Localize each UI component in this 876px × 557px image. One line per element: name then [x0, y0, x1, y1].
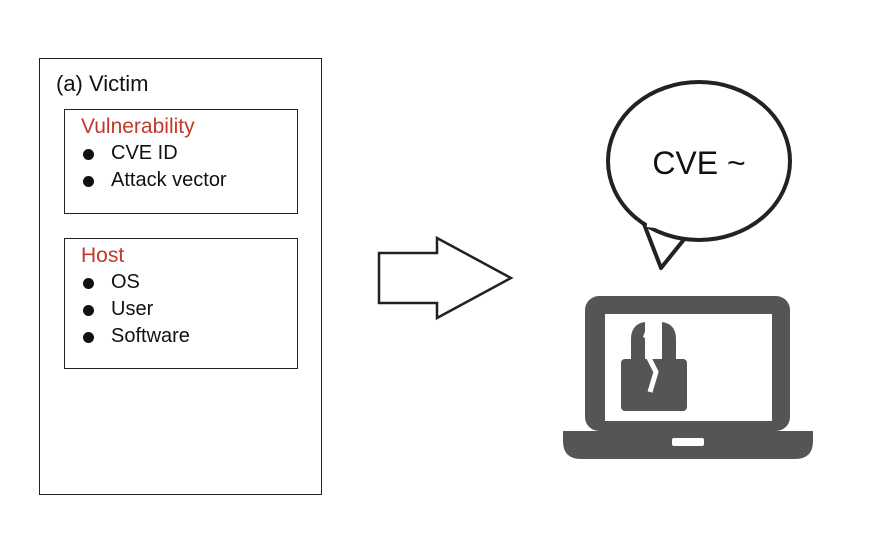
host-heading: Host: [81, 244, 125, 267]
list-item: OS: [81, 269, 297, 296]
speech-text: CVE ~: [652, 145, 745, 181]
host-list: OS User Software: [81, 269, 297, 350]
right-arrow-icon: [377, 235, 514, 321]
speech-bubble-icon: [606, 80, 792, 270]
laptop-icon: [563, 296, 813, 459]
list-item: User: [81, 296, 297, 323]
victim-panel: (a) Victim Vulnerability CVE ID Attack v…: [39, 58, 322, 495]
vulnerability-heading: Vulnerability: [81, 115, 195, 138]
list-item: Software: [81, 323, 297, 350]
broken-lock-icon: [621, 319, 687, 411]
victim-title: (a) Victim: [56, 71, 149, 96]
vulnerability-box: Vulnerability CVE ID Attack vector: [64, 109, 298, 214]
vulnerability-list: CVE ID Attack vector: [81, 140, 297, 194]
list-item: CVE ID: [81, 140, 297, 167]
list-item: Attack vector: [81, 167, 297, 194]
host-box: Host OS User Software: [64, 238, 298, 369]
